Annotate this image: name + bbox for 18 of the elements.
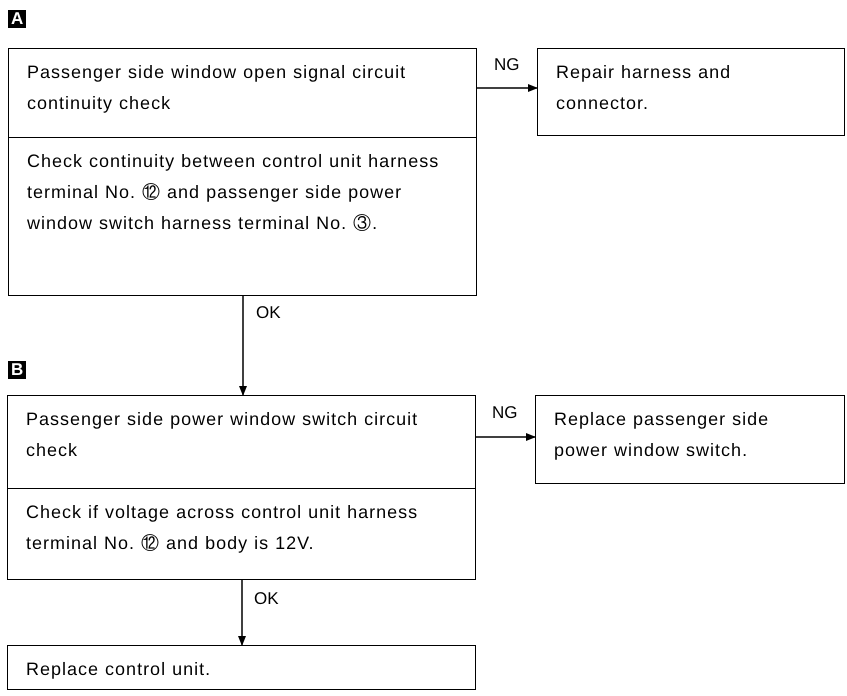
section-badge: A [8, 10, 26, 28]
section-badge: B [8, 361, 26, 379]
step-box [537, 48, 845, 136]
step-box [7, 645, 476, 690]
step-box [535, 395, 845, 484]
arrow [476, 433, 536, 441]
step-heading: Passenger side window open signal circuit continuity check [27, 61, 408, 115]
step-text: Repair harness and connector. [556, 61, 732, 115]
step-text: Replace passenger side power window switch. [554, 408, 770, 462]
step-box [8, 48, 477, 296]
step-text: Check if voltage across control unit harness terminal No. ⑫ and body is 12V. [26, 501, 420, 555]
step-text: Replace control unit. [26, 658, 212, 681]
arrow [477, 84, 538, 92]
step-text: Check continuity between control unit harness terminal No. ⑫ and passenger side power window switch harness terminal No. ③. [27, 150, 440, 235]
arrow [239, 296, 247, 396]
step-heading: Passenger side power window switch circuit check [26, 408, 420, 462]
step-box [7, 395, 476, 580]
arrow [238, 580, 246, 646]
